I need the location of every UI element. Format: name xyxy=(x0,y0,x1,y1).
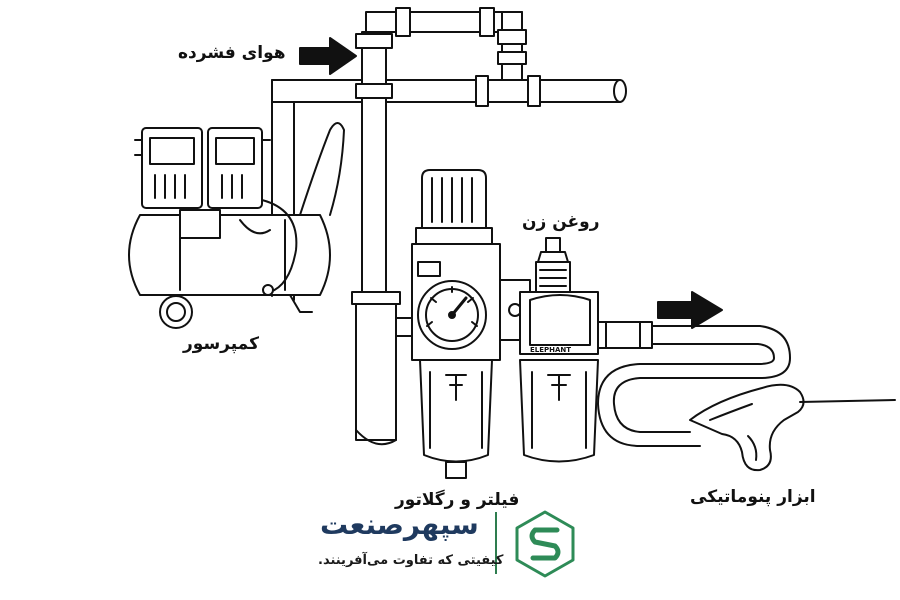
label-lubricator: روغن زن xyxy=(522,212,600,232)
output-hose xyxy=(597,321,791,447)
brand-tagline: کیفیتی که تفاوت می‌آفرینند. xyxy=(318,553,504,568)
label-compressed-air: هوای فشرده xyxy=(178,43,286,63)
label-filter-regulator: فیلتر و رگلاتور xyxy=(395,490,520,510)
flow-arrow-icon xyxy=(299,37,357,75)
brand-divider xyxy=(495,512,497,574)
flow-arrow-icon xyxy=(657,291,723,329)
pipe-network xyxy=(271,7,627,446)
filter-regulator xyxy=(411,169,501,479)
pressure-gauge-icon xyxy=(417,280,487,350)
pneumatic-tool xyxy=(689,383,896,472)
label-pneumatic-tool: ابزار پنوماتیکی xyxy=(690,487,816,507)
brand-name: سپهرصنعت xyxy=(320,508,479,541)
sepehr-logo-icon xyxy=(515,510,575,578)
device-brand-label: ELEPHANT xyxy=(530,346,571,354)
label-compressor: کمپرسور xyxy=(183,334,259,354)
compressor xyxy=(128,122,345,329)
lubricator xyxy=(519,237,599,463)
